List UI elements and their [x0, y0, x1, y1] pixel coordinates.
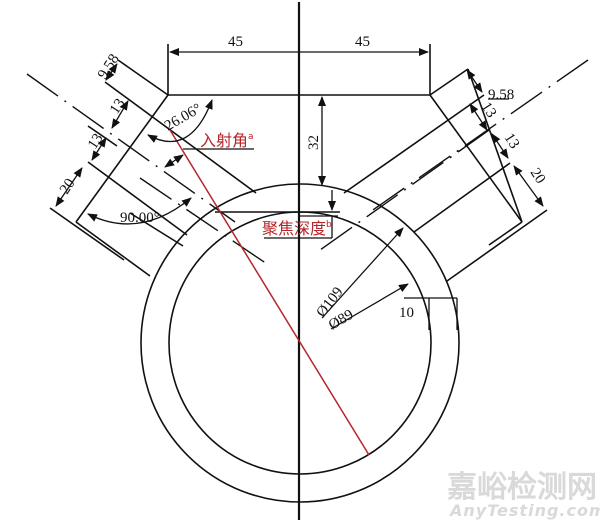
right-probe [319, 59, 589, 282]
dim-wall-thickness: 10 [399, 305, 414, 321]
dim-top-left: 45 [228, 34, 243, 50]
dim-left-958: 9.58 [95, 51, 123, 82]
angle-26-06: 26.06° [162, 101, 204, 135]
dim-left-13a: 13 [107, 96, 129, 117]
outer-circle [140, 183, 460, 503]
dim-depth-32: 32 [306, 135, 322, 150]
dim-top-right: 45 [355, 34, 370, 50]
dim-right-20: 20 [527, 165, 549, 186]
dim-right-13a: 13 [478, 99, 500, 120]
incidence-angle-label: 入射角a [200, 131, 254, 150]
watermark-cn: 嘉峪检测网 [447, 470, 597, 505]
dim-left-13b: 13 [85, 131, 107, 152]
left-probe [26, 59, 271, 277]
watermark-en: AnyTesting.com [448, 501, 600, 520]
ultrasonic-beam [169, 129, 370, 456]
focus-depth-label: 聚焦深度b [262, 219, 332, 238]
dim-left-20: 20 [57, 176, 79, 197]
dim-right-13b: 13 [501, 130, 523, 151]
angle-90-00: 90.00° [120, 210, 160, 226]
